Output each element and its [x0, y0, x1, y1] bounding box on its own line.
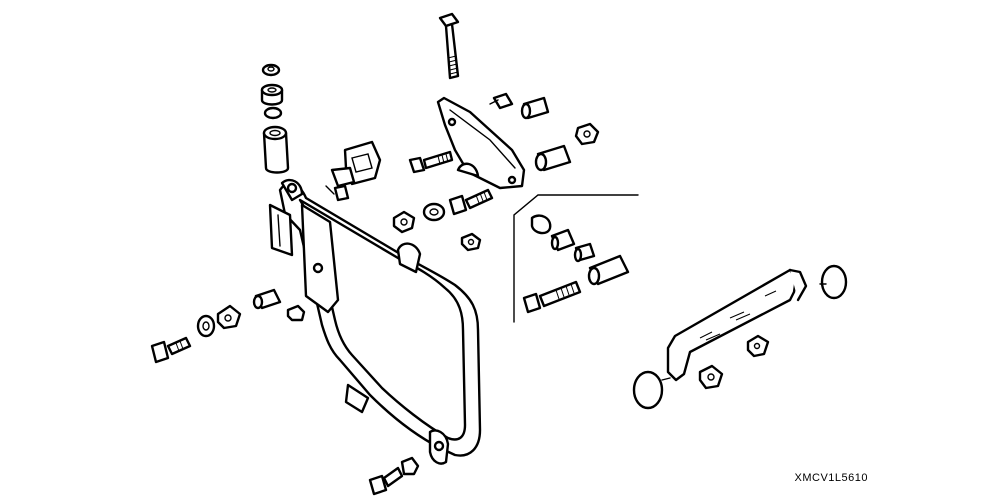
- right-stay: [666, 268, 808, 382]
- middle-nut: [392, 210, 416, 234]
- left-small-nut: [286, 304, 306, 322]
- left-flange-nut: [216, 304, 242, 330]
- middle-washer: [422, 202, 446, 222]
- top-bracket: [436, 96, 526, 190]
- right-stay-flange-nut: [698, 364, 724, 390]
- middle-bolt-2: [448, 188, 494, 216]
- diagram-code: XMCV1L5610: [794, 472, 868, 484]
- left-washer: [196, 314, 216, 338]
- left-bolt: [150, 336, 192, 364]
- top-collar-1: [520, 96, 550, 120]
- bottom-bolt: [368, 466, 404, 496]
- callout-parts: [522, 214, 630, 314]
- top-collar-2: [534, 144, 572, 172]
- switch-bracket: [325, 140, 382, 202]
- right-disc: [819, 264, 848, 300]
- top-right-small-bolt: [489, 92, 514, 110]
- frame: [268, 178, 482, 465]
- middle-bolt-1: [408, 150, 454, 174]
- top-bolt: [438, 12, 460, 80]
- right-stay-nut: [746, 334, 770, 358]
- top-nut: [574, 122, 600, 146]
- left-upper-stack: [260, 63, 290, 174]
- left-disc: [632, 370, 671, 410]
- left-collar: [252, 288, 282, 310]
- callout-bracket: [513, 194, 639, 323]
- bottom-nut: [400, 456, 420, 476]
- middle-flange-nut: [460, 232, 482, 252]
